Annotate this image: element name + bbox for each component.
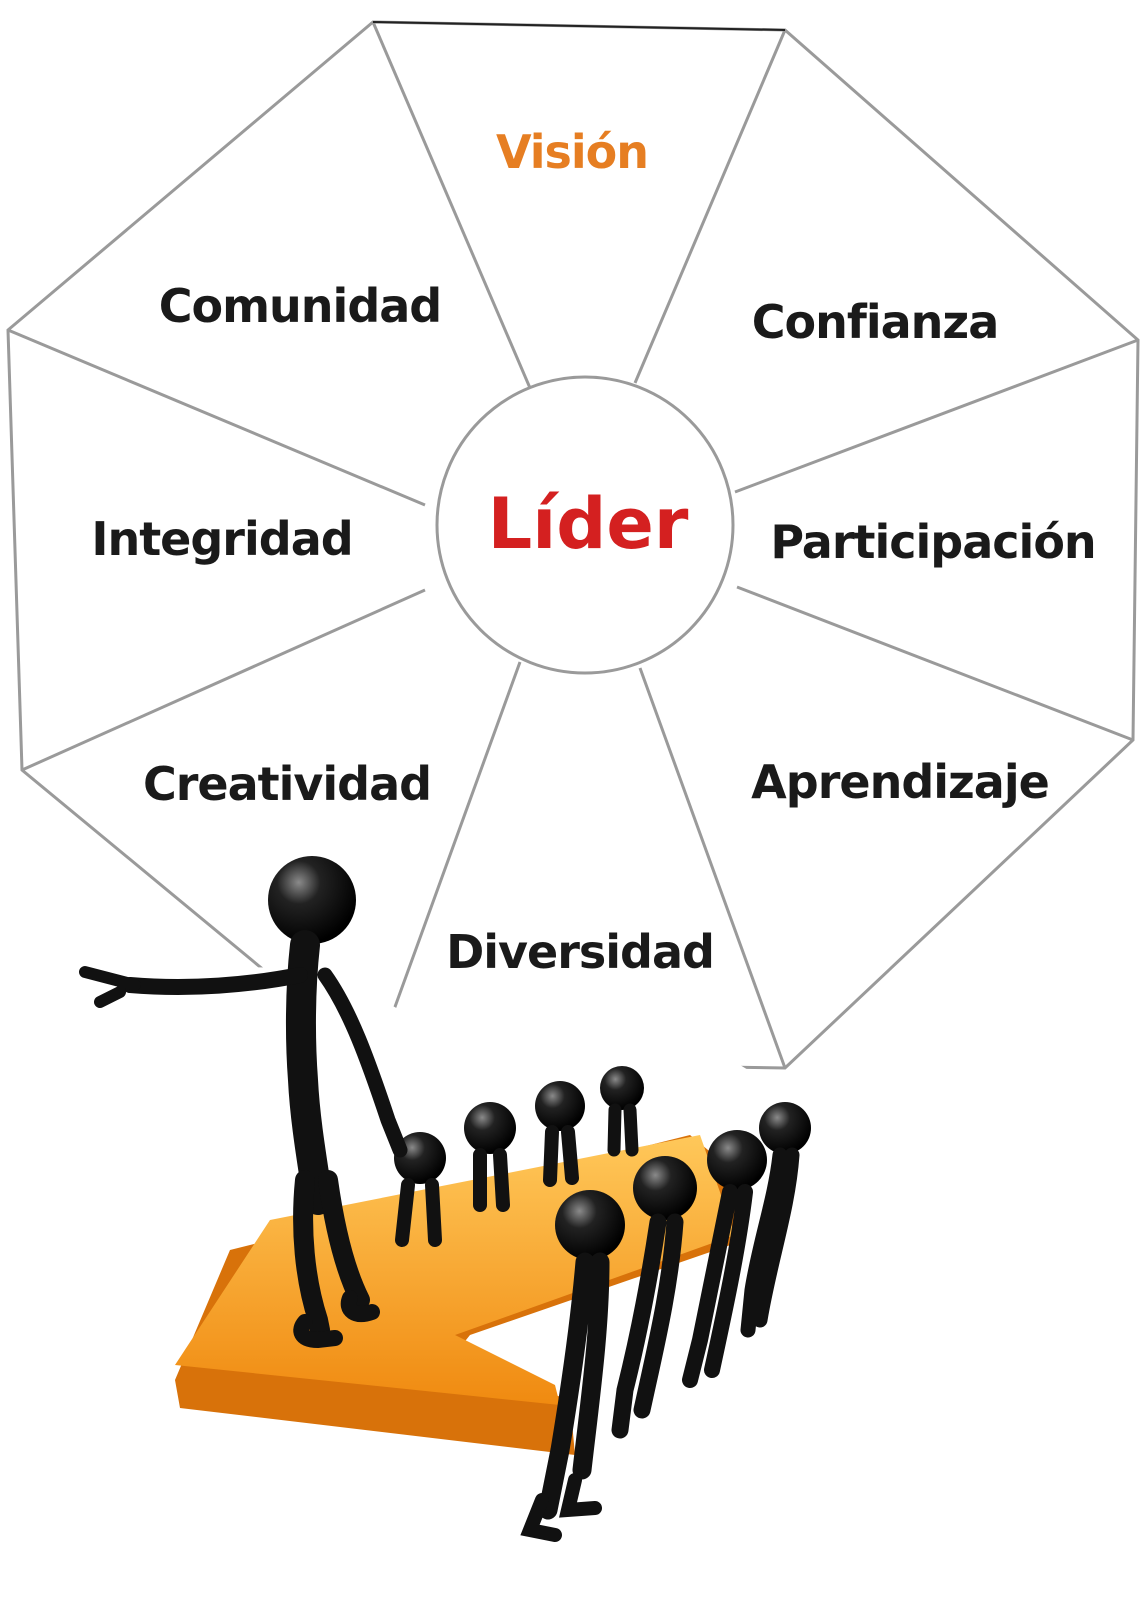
- spokes: [7, 21, 1139, 1069]
- segment-label-comunidad: Comunidad: [159, 279, 441, 333]
- segment-label-vision: Visión: [496, 125, 648, 179]
- segment-label-aprendizaje: Aprendizaje: [751, 755, 1049, 809]
- follower-figure: [535, 1081, 585, 1187]
- follower-figure: [611, 1156, 697, 1439]
- center-label: Líder: [488, 483, 689, 565]
- follower-figure: [600, 1066, 644, 1157]
- leader-figure: [79, 856, 408, 1349]
- follower-figure: [520, 1190, 625, 1542]
- segment-label-integridad: Integridad: [91, 512, 352, 566]
- top-edge-line: [372, 21, 786, 31]
- follower-figures: [394, 1066, 811, 1542]
- segment-label-creatividad: Creatividad: [143, 757, 431, 811]
- follower-figure: [394, 1132, 446, 1247]
- center-circle: [435, 375, 735, 675]
- segment-label-diversidad: Diversidad: [446, 925, 714, 979]
- segment-label-confianza: Confianza: [752, 295, 999, 349]
- segment-label-participacion: Participación: [770, 515, 1095, 569]
- follower-figure: [682, 1130, 767, 1388]
- follower-figure: [740, 1102, 811, 1338]
- follower-figure: [464, 1102, 516, 1212]
